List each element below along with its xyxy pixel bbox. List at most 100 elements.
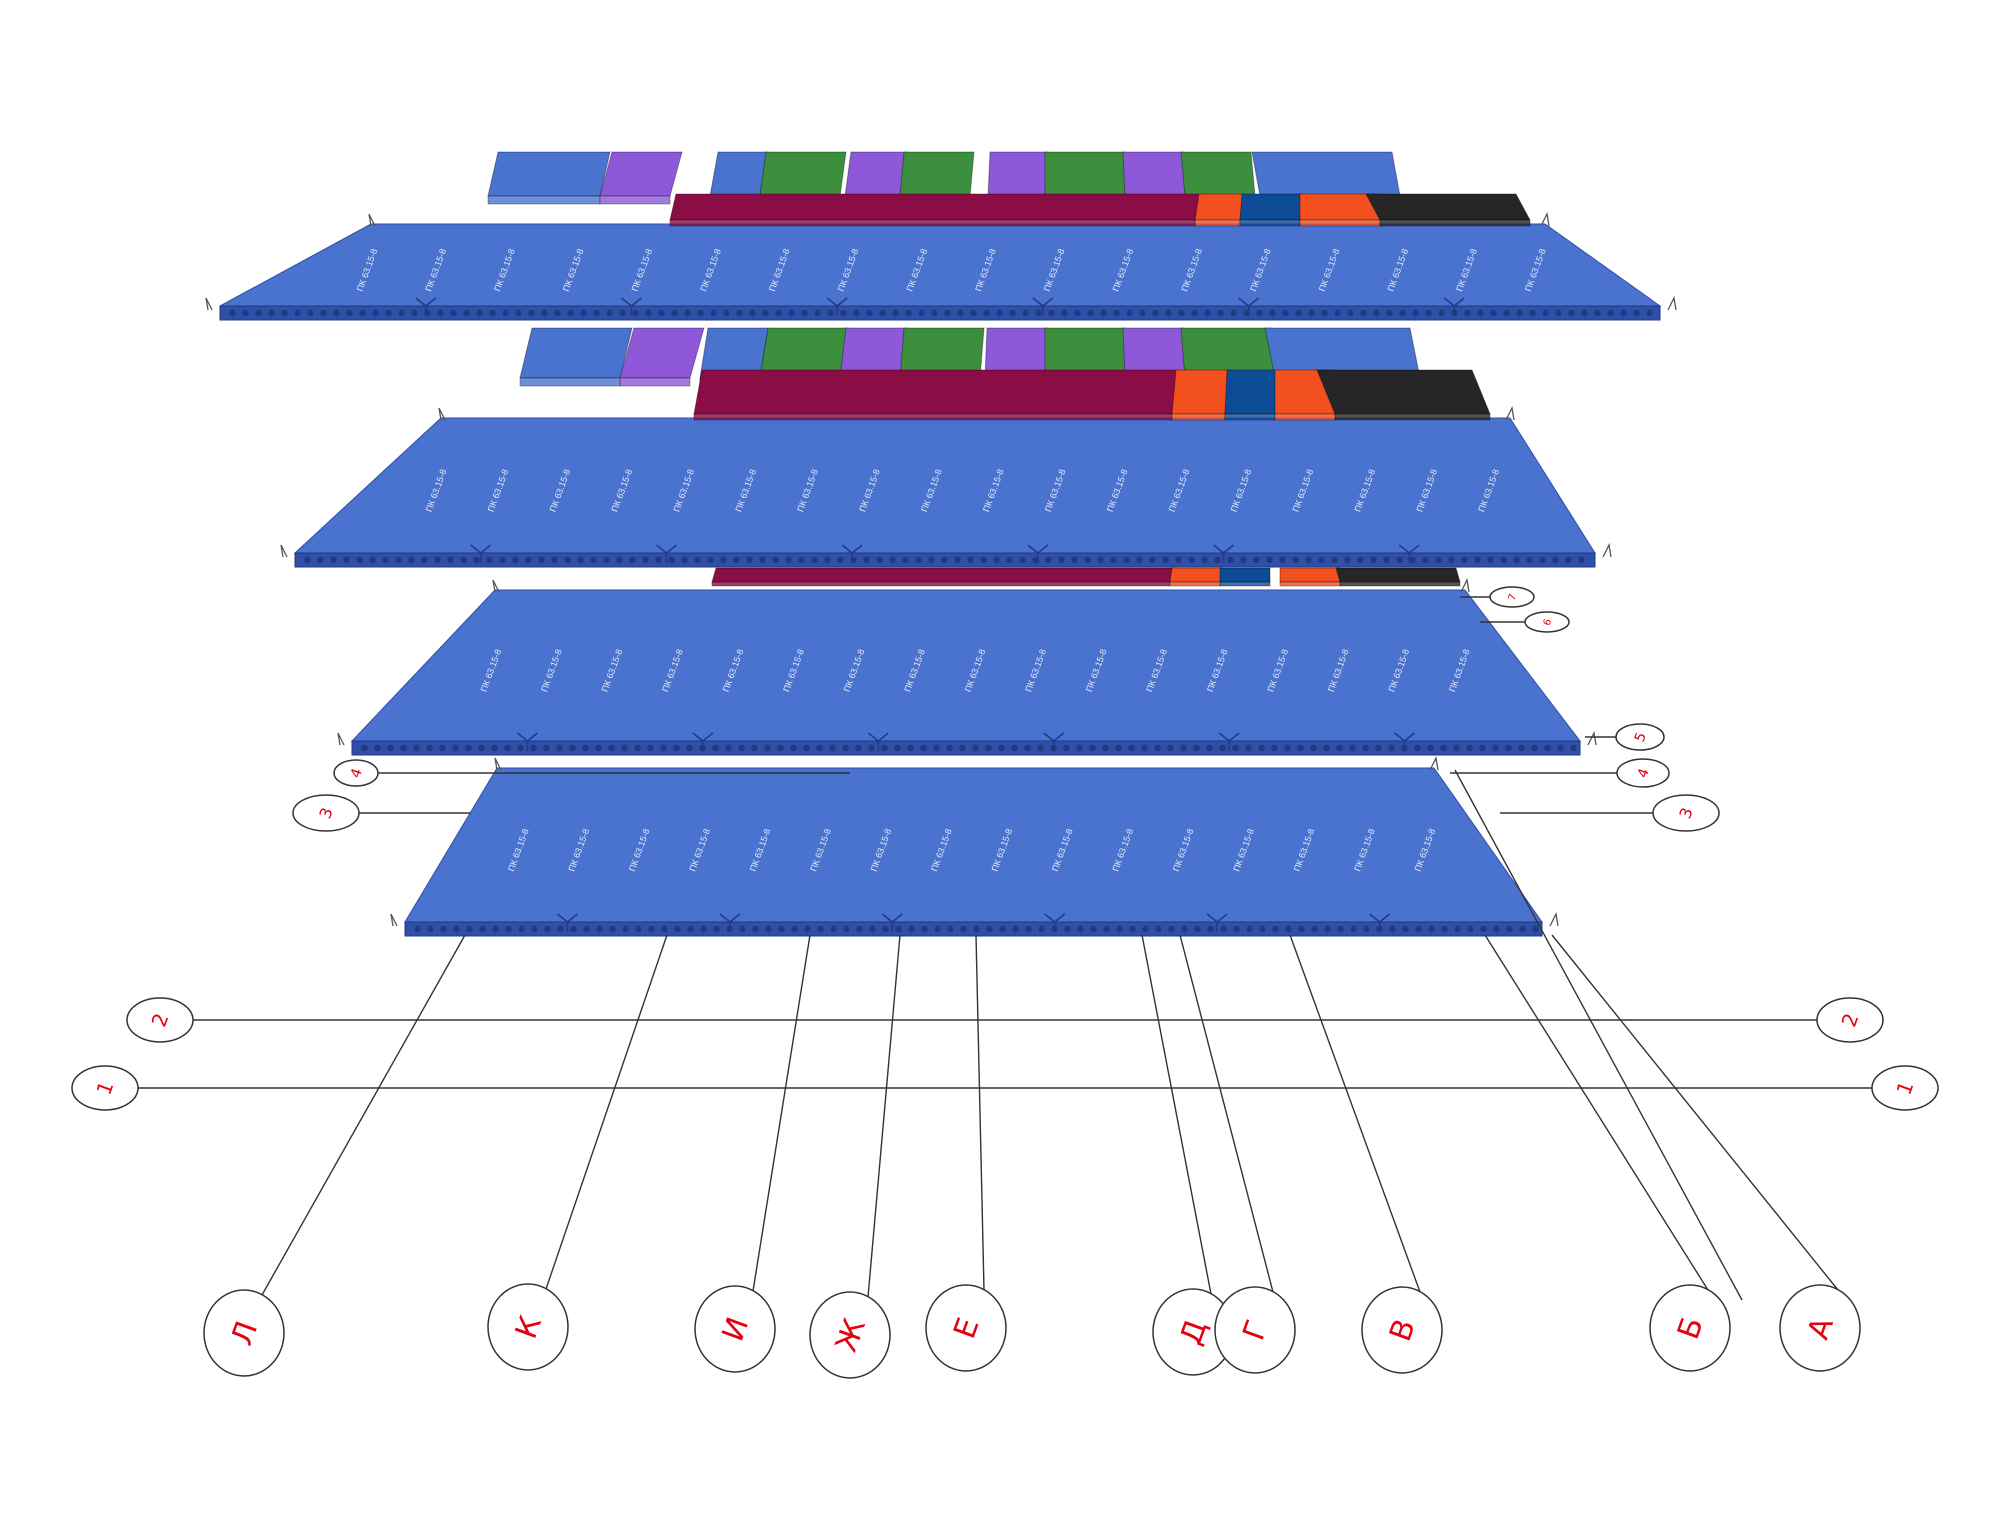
slab-core-hole (1310, 744, 1317, 752)
slab-core-hole (684, 309, 691, 317)
slab-core-hole (1362, 744, 1369, 752)
slab-core-hole (1019, 556, 1026, 564)
slab-core-hole (1474, 556, 1481, 564)
slab-core-hole (1168, 925, 1175, 933)
slab-core-hole (856, 925, 863, 933)
axis-bubble-circle (694, 1285, 776, 1373)
slab-core-hole (1139, 309, 1146, 317)
axis-bubble-label: 6 (1542, 617, 1555, 627)
slab-core-hole (1102, 744, 1109, 752)
axis-bubble-circle (1649, 1284, 1731, 1372)
slab-core-hole (583, 925, 590, 933)
axis-bubble-letter-4: Ж (809, 1291, 891, 1379)
slab-core-hole (439, 744, 446, 752)
slab-core-hole (1506, 925, 1513, 933)
slab-core-hole (892, 309, 899, 317)
strip-row-2b (693, 369, 1491, 421)
slab-core-hole (868, 744, 875, 752)
slab-core-hole (304, 556, 311, 564)
slab-core-hole (772, 556, 779, 564)
slab-joint (470, 544, 492, 563)
slab-core-hole (837, 556, 844, 564)
axis-bubble-circle (1615, 723, 1665, 751)
slab-core-hole (1045, 556, 1052, 564)
slab-core-hole (465, 744, 472, 752)
axis-bubble-circle (71, 1065, 139, 1111)
slab-core-hole (1324, 925, 1331, 933)
slab-core-hole (478, 744, 485, 752)
slab-core-hole (1414, 744, 1421, 752)
slab-strip-orange (1279, 567, 1341, 583)
slab-core-hole (1415, 925, 1422, 933)
slab-core-hole (463, 309, 470, 317)
axis-bubble-circle (1779, 1284, 1861, 1372)
slab-strip-blue (519, 327, 633, 379)
slab-core-hole (544, 925, 551, 933)
slab-core-hole (1279, 556, 1286, 564)
slab-core-hole (242, 309, 249, 317)
slab-core-hole (751, 744, 758, 752)
slab-core-hole (983, 309, 990, 317)
slab-core-hole (554, 309, 561, 317)
slab-core-hole (268, 309, 275, 317)
slab-joint (881, 913, 903, 932)
axis-bubble-left-4: 4 (333, 759, 379, 787)
slab-core-hole (346, 309, 353, 317)
slab-core-hole (1115, 744, 1122, 752)
slab-core-hole (1373, 309, 1380, 317)
slab-core-hole (1188, 556, 1195, 564)
slab-core-hole (1217, 309, 1224, 317)
axis-line-8 (1289, 934, 1421, 1293)
slab-core-hole (434, 556, 441, 564)
slab-core-hole (622, 925, 629, 933)
slab-core-hole (1220, 925, 1227, 933)
slab-core-hole (369, 556, 376, 564)
slab-core-hole (551, 556, 558, 564)
slab-core-hole (1025, 925, 1032, 933)
slab-core-hole (946, 744, 953, 752)
lifting-loop (1587, 730, 1597, 746)
slab-core-hole (1557, 744, 1564, 752)
slab-core-hole (1461, 556, 1468, 564)
slab-core-hole (356, 556, 363, 564)
slab-core-hole (1178, 309, 1185, 317)
slab-core-hole (1175, 556, 1182, 564)
slab-joint (1027, 544, 1049, 563)
slab-core-hole (824, 556, 831, 564)
slab-core-hole (840, 309, 847, 317)
slab-core-hole (1529, 309, 1536, 317)
lifting-loop (1505, 405, 1515, 421)
slab-core-hole (1253, 556, 1260, 564)
slab-strip-edge (669, 219, 1196, 227)
slab-core-hole (414, 925, 421, 933)
slab-core-hole (827, 309, 834, 317)
slab-core-hole (668, 556, 675, 564)
slab-core-hole (1490, 309, 1497, 317)
slab-core-hole (1363, 925, 1370, 933)
slab-strip-edge (711, 581, 1171, 587)
strip-row-1a (487, 151, 1401, 205)
slab-strip-edge (1169, 581, 1221, 587)
slab-core-hole (1245, 744, 1252, 752)
slab-core-hole (400, 744, 407, 752)
slab-core-hole (738, 744, 745, 752)
slab-core-hole (933, 744, 940, 752)
axis-bubble-right-5: 5 (1615, 723, 1665, 751)
slab-core-hole (1162, 556, 1169, 564)
slab-core-hole (452, 744, 459, 752)
lifting-loop (368, 213, 376, 227)
slab-core-hole (1155, 925, 1162, 933)
slab-core-hole (762, 309, 769, 317)
slab-core-hole (1493, 925, 1500, 933)
slab-core-hole (372, 309, 379, 317)
slab-core-hole (960, 925, 967, 933)
slab-core-hole (1207, 925, 1214, 933)
slab-core-hole (775, 309, 782, 317)
slab-strip-green (759, 151, 847, 197)
slab-core-hole (518, 925, 525, 933)
slab-core-hole (517, 744, 524, 752)
lifting-loop (1460, 577, 1470, 593)
slab-core-hole (408, 556, 415, 564)
slab-core-hole (749, 309, 756, 317)
